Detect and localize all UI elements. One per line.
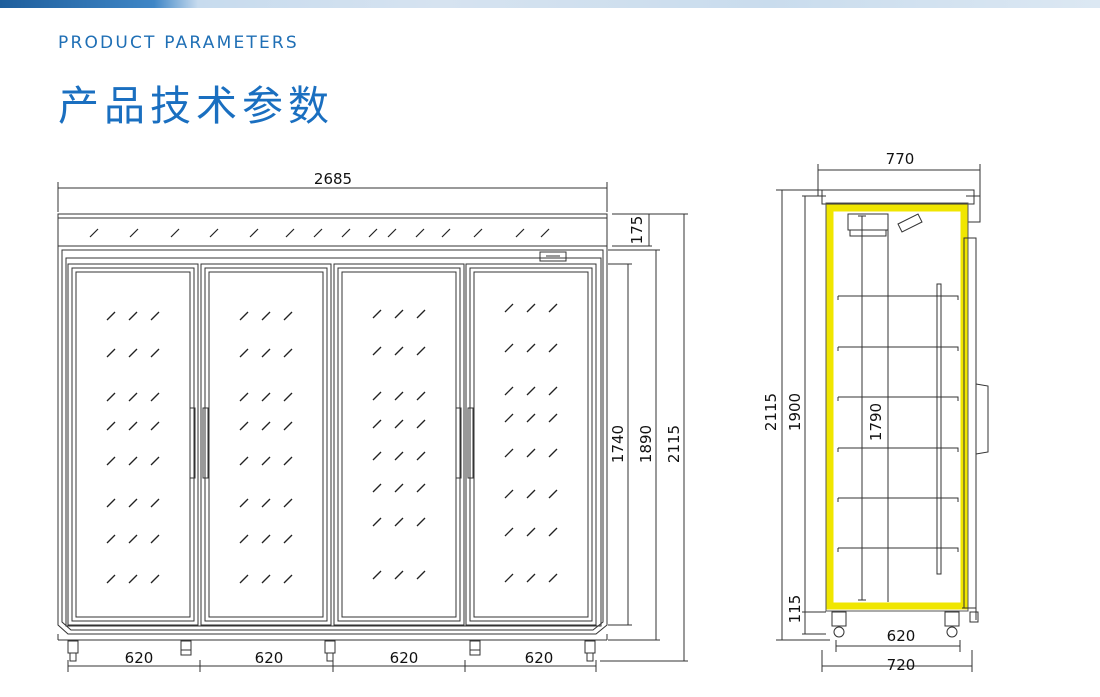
section-title-zh: 产品技术参数	[58, 82, 334, 130]
dim-top-height: 175	[628, 216, 646, 245]
dim-inner-height: 1890	[637, 425, 655, 463]
glass-door-3	[333, 263, 465, 626]
front-view	[57, 182, 688, 672]
dim-door-width-3: 620	[390, 649, 419, 667]
dim-cabinet-height: 1900	[786, 393, 804, 431]
dim-inner-depth: 620	[887, 627, 916, 645]
dim-total-height-side: 2115	[762, 393, 780, 431]
dim-door-width-2: 620	[255, 649, 284, 667]
dim-door-width-1: 620	[125, 649, 154, 667]
front-doors	[67, 263, 597, 626]
door-handle	[467, 407, 474, 479]
dim-total-depth: 770	[886, 150, 915, 168]
dim-door-width-4: 620	[525, 649, 554, 667]
section-subtitle-en: PRODUCT PARAMETERS	[58, 33, 299, 53]
glass-door-1	[67, 263, 199, 626]
door-handle	[202, 407, 209, 479]
canopy-lights	[89, 228, 550, 238]
side-view	[776, 164, 989, 672]
dim-base-height: 115	[786, 595, 804, 624]
dim-door-height: 1740	[609, 425, 627, 463]
dim-total-width: 2685	[314, 170, 352, 188]
top-banner-strip	[0, 0, 1100, 8]
glass-door-4	[465, 263, 597, 626]
glass-door-2	[200, 263, 332, 626]
door-handle	[455, 407, 462, 479]
door-handle	[189, 407, 196, 479]
dim-inner-height-side: 1790	[867, 403, 885, 441]
dim-total-height-front: 2115	[665, 425, 683, 463]
dim-body-depth: 720	[887, 656, 916, 674]
